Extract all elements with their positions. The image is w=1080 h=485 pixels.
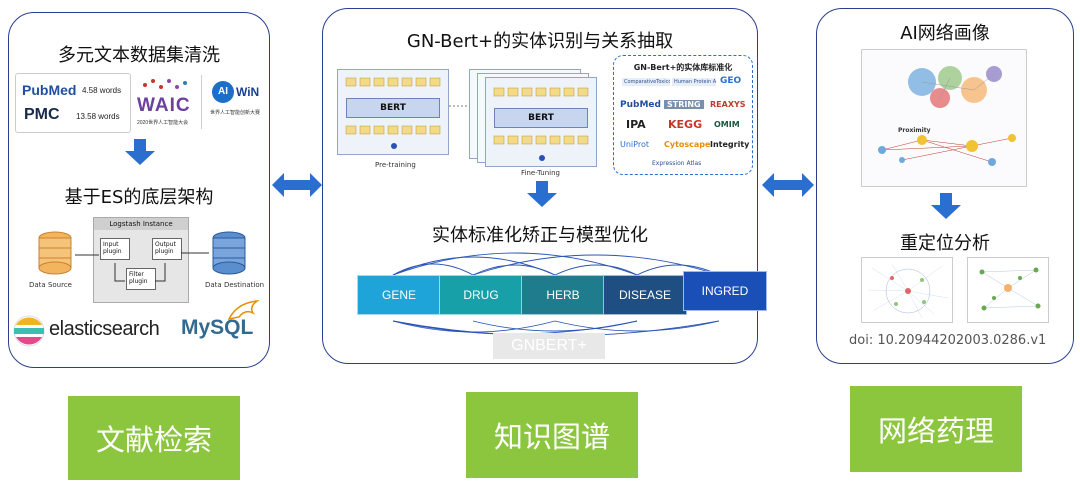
network-pharmacology-panel: AI网络画像 Proximity 重定位分析 [816, 8, 1074, 364]
logo-integrity: Integrity [710, 140, 750, 149]
win-sub: 世界人工智能创新大赛 [210, 110, 261, 116]
right-down-arrow-icon [931, 193, 961, 219]
pretraining-diagram: BERT [337, 69, 449, 155]
input-plugin-box: Input plugin [100, 238, 130, 260]
logo-kegg: KEGG [668, 118, 703, 131]
win-circle-icon: AI [212, 81, 234, 103]
logo-expression-atlas: Expression Atlas [652, 160, 702, 167]
finetuning-bert-bar: BERT [494, 108, 588, 128]
ai-network-profile-title: AI网络画像 [900, 23, 990, 44]
waic-label: WAIC [137, 95, 191, 116]
pmc-label: PMC [24, 106, 60, 123]
logstash-diagram: Data Source Logstash Instance Input plug… [13, 217, 267, 303]
pubmed-pmc-logo: PubMed 4.58 words PMC 13.58 words [15, 73, 131, 133]
es-architecture-title: 基于ES的底层架构 [64, 187, 214, 208]
logstash-flow-lines [75, 252, 209, 282]
logo-ipa: IPA [626, 118, 646, 131]
logo-hpa: Human Protein Atlas [672, 78, 716, 86]
knowledge-graph-box: 知识图谱 [466, 392, 638, 478]
entity-node-disease: DISEASE [603, 275, 687, 315]
mysql-dolphin-icon [227, 299, 260, 321]
repositioning-network-left-graphic [867, 263, 949, 319]
waic-mark-icon [143, 79, 187, 89]
repositioning-network-right [967, 257, 1049, 323]
pmc-words: 13.58 words [76, 112, 120, 121]
repositioning-network-right-graphic [979, 267, 1041, 311]
literature-panel: 多元文本数据集清洗 PubMed 4.58 words PMC 13.58 wo… [8, 12, 270, 368]
mysql-label: MySQL [181, 316, 254, 339]
gnbert-title: GN-Bert+的实体识别与关系抽取 [406, 31, 674, 52]
standardization-title: GN-Bert+的实体库标准化 [633, 63, 733, 72]
win-label: WiN [236, 85, 260, 99]
down-arrow-icon [125, 139, 155, 165]
entity-node-drug: DRUG [439, 275, 523, 315]
entity-node-herb: HERB [521, 275, 605, 315]
logo-cytoscape: Cytoscape [664, 140, 711, 149]
entity-normalization-title: 实体标准化矫正与模型优化 [432, 225, 648, 246]
pretraining-bert-bar: BERT [346, 98, 440, 118]
output-plugin-box: Output plugin [152, 238, 182, 260]
logo-geo: GEO [720, 76, 742, 86]
data-source-db-icon [38, 231, 72, 275]
svg-text:Proximity: Proximity [898, 127, 931, 134]
finetuning-diagram: BERT [485, 77, 597, 167]
pretraining-token-row [345, 77, 441, 149]
doi-text: doi: 10.20944202003.0286.v1 [849, 333, 1047, 348]
center-down-arrow-icon [527, 181, 557, 207]
network-profile-graphic: Proximity [878, 66, 1016, 166]
left-center-double-arrow-icon [272, 173, 322, 197]
network-pharmacology-box: 网络药理 [850, 386, 1022, 472]
network-profile-figure: Proximity [861, 49, 1027, 187]
data-destination-db-icon [212, 231, 246, 275]
elasticsearch-label: elasticsearch [49, 318, 160, 340]
center-right-double-arrow-icon [762, 173, 814, 197]
logo-omim: OMIM [714, 120, 740, 129]
finetuning-token-row [493, 87, 589, 161]
waic-logo: WAIC 2020世界人工智能大会 [131, 73, 197, 131]
finetuning-caption: Fine-Tuning [521, 169, 560, 177]
pubmed-label: PubMed [22, 82, 77, 98]
data-source-label: Data Source [29, 281, 72, 289]
repositioning-network-left [861, 257, 953, 323]
logstash-instance-box: Logstash Instance Input plugin Filter pl… [93, 217, 189, 303]
pubmed-words: 4.58 words [82, 86, 122, 95]
dataset-cleaning-title: 多元文本数据集清洗 [58, 45, 220, 66]
data-destination-label: Data Destination [205, 281, 265, 289]
waic-sub: 2020世界人工智能大会 [137, 120, 189, 126]
standardization-box: GN-Bert+的实体库标准化 ComparativeToxicogenomic… [613, 55, 753, 175]
filter-plugin-box: Filter plugin [126, 268, 156, 290]
literature-search-box: 文献检索 [68, 396, 240, 480]
logstash-instance-header: Logstash Instance [94, 218, 188, 230]
gnbert-footer: GNBERT+ [493, 333, 605, 359]
entity-node-gene: GENE [357, 275, 441, 315]
logo-uniprot: UniProt [620, 140, 649, 149]
entity-node-ingred: INGRED [683, 271, 767, 311]
elasticsearch-logo-icon [13, 315, 45, 347]
pretraining-caption: Pre-training [375, 161, 416, 169]
repositioning-analysis-title: 重定位分析 [900, 233, 990, 254]
logo-reaxys: REAXYS [710, 100, 746, 109]
logo-ctd: ComparativeToxicogenomics [622, 78, 670, 86]
win-logo: AI WiN 世界人工智能创新大赛 [201, 75, 268, 129]
logo-pubmed: PubMed [620, 100, 661, 110]
knowledge-graph-panel: GN-Bert+的实体识别与关系抽取 BERT Pre-training BER… [322, 8, 767, 364]
logo-string: STRING [664, 100, 704, 109]
